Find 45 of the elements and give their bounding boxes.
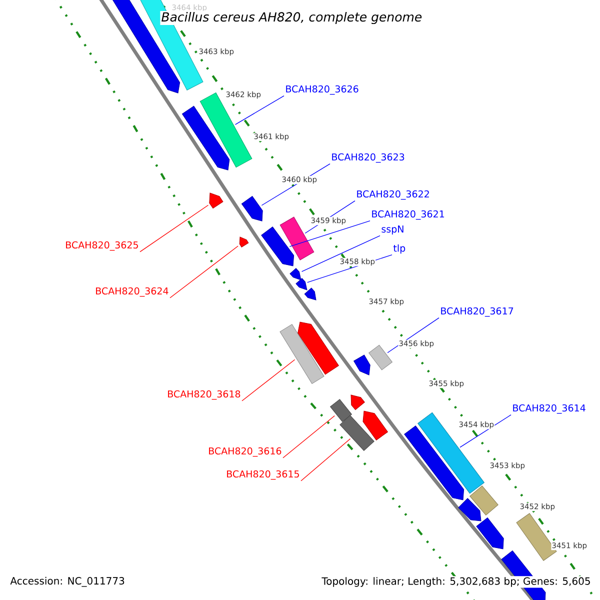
gene-block [296, 278, 308, 290]
gene-label: BCAH820_3623 [332, 153, 404, 163]
gene-bar [368, 344, 392, 370]
map-title: Bacillus cereus AH820, complete genome [160, 10, 424, 26]
leader-line [234, 96, 284, 125]
leader-line [301, 235, 380, 272]
gene-label: BCAH820_3624 [96, 287, 168, 297]
gene-block [304, 288, 316, 300]
gene-label: BCAH820_3615 [227, 470, 299, 480]
gene-block [239, 236, 249, 248]
gene-bar [280, 324, 324, 384]
gene-label: BCAH820_3614 [513, 404, 586, 414]
gene-block [476, 517, 504, 550]
leader-line [460, 414, 512, 448]
gene-label: BCAH820_3625 [66, 241, 138, 251]
gene-block [350, 394, 365, 410]
gene-label: BCAH820_3618 [168, 390, 240, 400]
gene-label: tlp [393, 244, 406, 254]
gene-block [261, 226, 294, 266]
gene-block [241, 196, 263, 222]
leader-line [300, 438, 351, 482]
leader-line [170, 246, 238, 298]
gene-bar [330, 399, 352, 422]
gene-block [182, 106, 230, 170]
leader-line [289, 220, 370, 247]
gene-block [209, 192, 224, 209]
leader-line [140, 204, 209, 252]
footer-text: Accession: NC_011773 [9, 576, 126, 588]
gene-label: sspN [382, 226, 404, 234]
gene-label: BCAH820_3621 [372, 210, 444, 220]
leader-line [242, 359, 296, 402]
gene-label: BCAH820_3617 [441, 307, 514, 317]
gene-block [458, 498, 482, 522]
gene-block [362, 410, 388, 440]
gene-label: BCAH820_3616 [209, 447, 282, 457]
gene-block [354, 354, 370, 376]
gene-bar [340, 415, 374, 451]
gene-block [404, 426, 464, 500]
gene-block [290, 268, 302, 280]
gene-label: BCAH820_3622 [357, 190, 429, 200]
footer-text: Topology: linear; Length: 5,302,683 bp; Genes: 5,605 [320, 576, 592, 588]
leader-line [282, 415, 335, 458]
gene-block [298, 322, 339, 375]
gene-bar [470, 486, 498, 516]
gene-label: BCAH820_3626 [286, 85, 358, 95]
